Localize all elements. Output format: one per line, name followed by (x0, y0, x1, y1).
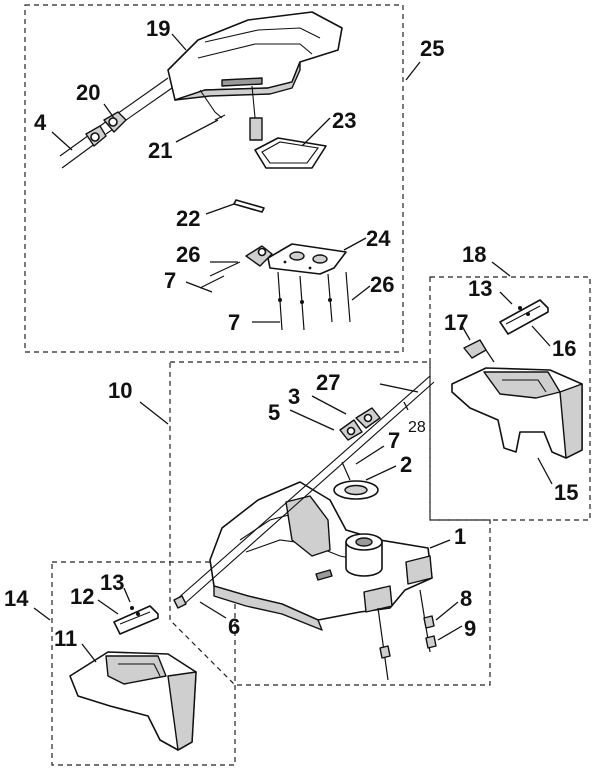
handle-12 (113, 605, 159, 635)
clip-20 (85, 111, 127, 147)
group-box-14 (51, 561, 236, 766)
bushing-2 (333, 480, 379, 500)
callout-26-right: 26 (370, 272, 394, 297)
screw-7-mid (341, 461, 351, 481)
callout-11: 11 (54, 626, 77, 651)
bracket-17 (463, 339, 495, 363)
screws-25 (199, 261, 351, 331)
callout-25: 25 (420, 36, 444, 61)
fasteners-8-9 (377, 589, 437, 681)
callout-6: 6 (228, 614, 240, 639)
side-cover-11 (69, 651, 197, 751)
plate-24 (267, 243, 347, 275)
clamp-3 (355, 407, 381, 429)
group-box-10 (169, 361, 491, 686)
group-box-25 (24, 4, 404, 353)
callout-16: 16 (552, 336, 576, 361)
callout-24: 24 (366, 226, 391, 251)
fitting-6 (173, 595, 187, 609)
group-box-18 (429, 276, 591, 521)
callout-21: 21 (148, 138, 172, 163)
rod-22 (233, 199, 265, 213)
callout-27: 27 (316, 370, 340, 395)
callout-23: 23 (332, 108, 356, 133)
callout-22: 22 (176, 206, 200, 231)
callout-5: 5 (268, 400, 280, 425)
callout-20: 20 (76, 80, 100, 105)
callout-14: 14 (4, 586, 29, 611)
callout-7-lower: 7 (228, 310, 240, 335)
callout-13-left: 13 (100, 570, 124, 595)
callout-12: 12 (70, 584, 94, 609)
callout-19: 19 (146, 16, 170, 41)
gasket-23 (254, 137, 327, 169)
callout-13-right: 13 (468, 276, 492, 301)
screws-13-right (518, 306, 530, 316)
callout-15: 15 (554, 480, 578, 505)
callout-17: 17 (444, 310, 468, 335)
upper-cover-19 (167, 11, 343, 141)
callout-9: 9 (464, 616, 476, 641)
callout-8: 8 (460, 586, 472, 611)
screws-13-left (130, 606, 140, 616)
callout-26-left: 26 (176, 242, 200, 267)
callout-1: 1 (454, 524, 466, 549)
leader-lines (33, 33, 553, 663)
clip-26 (245, 245, 273, 267)
side-cover-15 (451, 367, 583, 459)
callout-2: 2 (400, 452, 412, 477)
callout-7-mid: 7 (388, 428, 400, 453)
callout-3: 3 (288, 384, 300, 409)
shaft-27 (175, 375, 435, 607)
handle-16 (499, 299, 549, 335)
callout-10: 10 (108, 378, 132, 403)
main-housing-1 (209, 481, 433, 631)
clamp-5 (339, 419, 363, 441)
callout-18: 18 (462, 242, 486, 267)
callout-7-upper: 7 (164, 268, 176, 293)
post-cylinder (345, 533, 383, 577)
callout-28: 28 (408, 419, 426, 436)
callout-4: 4 (34, 110, 47, 135)
